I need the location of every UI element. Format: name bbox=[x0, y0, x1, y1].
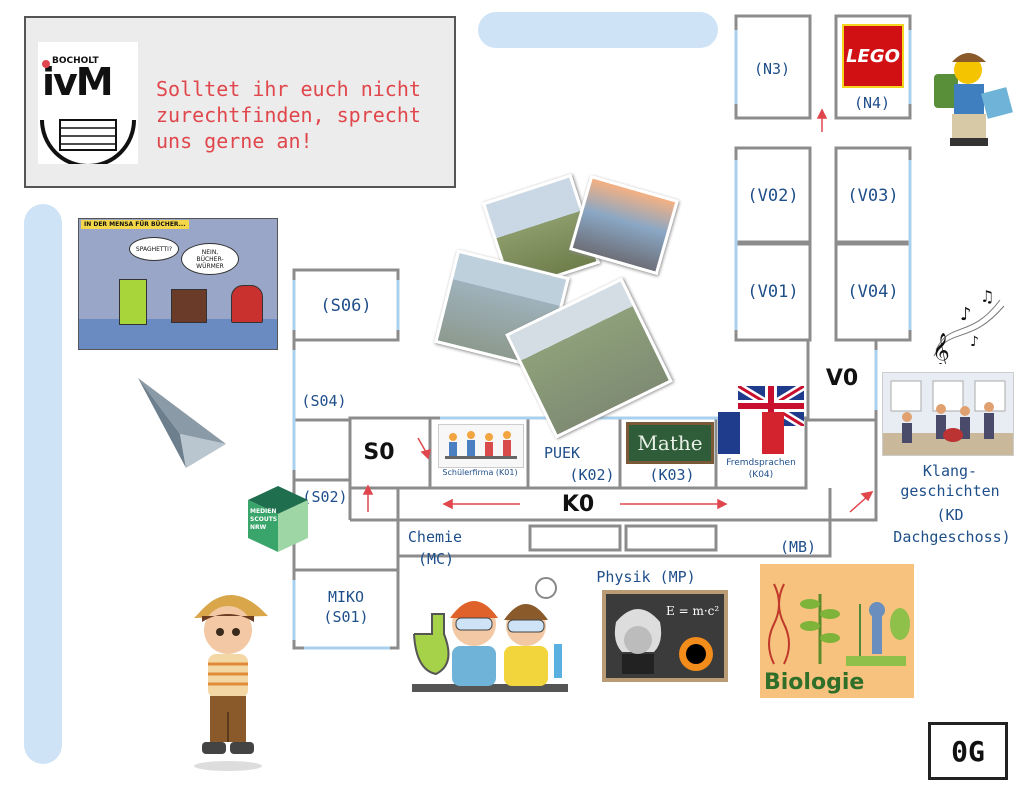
lego-text: LEGO bbox=[846, 45, 900, 67]
room-s02: (S02) bbox=[302, 488, 348, 506]
music-notes-icon: 𝄞 ♪ ♫ ♪ bbox=[932, 287, 1005, 364]
band-icon bbox=[883, 380, 1013, 455]
svg-text:♪: ♪ bbox=[970, 334, 979, 350]
comic-bubble-1-text: SPAGHETTI? bbox=[135, 245, 173, 253]
lego-logo: LEGO bbox=[842, 24, 904, 88]
room-s04: (S04) bbox=[301, 392, 347, 410]
mensa-comic: IN DER MENSA FÜR BÜCHER... SPAGHETTI? NE… bbox=[78, 218, 278, 350]
biologie-poster: Biologie bbox=[760, 564, 914, 698]
room-schuelerfirma: Schülerfirma (K01) bbox=[442, 468, 518, 477]
room-k0: K0 bbox=[561, 492, 595, 517]
mathe-text: Mathe bbox=[637, 431, 703, 455]
einstein-portrait-icon bbox=[614, 609, 662, 674]
einstein-chalkboard: E = m·c² bbox=[602, 590, 728, 682]
room-n4: (N4) bbox=[853, 94, 891, 112]
comic-book-red bbox=[231, 285, 263, 323]
comic-bubble-2: NEIN, BÜCHER-WÜRMER bbox=[181, 243, 239, 275]
biologie-title: Biologie bbox=[764, 670, 865, 695]
comic-bubble-2-text: NEIN, BÜCHER-WÜRMER bbox=[196, 248, 224, 270]
music-band-image bbox=[882, 372, 1014, 456]
chemistry-kids-icon bbox=[412, 577, 568, 692]
room-s0: S0 bbox=[363, 440, 395, 465]
lego-minifigure-icon bbox=[934, 53, 1013, 146]
room-mb: (MB) bbox=[779, 538, 817, 556]
room-mc: (MC) bbox=[417, 550, 455, 568]
france-flag-icon bbox=[718, 412, 784, 454]
room-chemie: Chemie bbox=[407, 528, 463, 546]
comic-book-green bbox=[119, 279, 147, 325]
room-v02: (V02) bbox=[747, 186, 799, 206]
medienscouts-logo: MEDIEN SCOUTS NRW bbox=[248, 486, 308, 552]
klang-label-3: (KD bbox=[936, 506, 964, 524]
room-fremdsprachen: Fremdsprachen bbox=[726, 458, 796, 468]
svg-text:𝄞: 𝄞 bbox=[932, 333, 950, 364]
floor-label-text: 0G bbox=[951, 734, 985, 768]
group-people-icon bbox=[445, 431, 517, 459]
cube-icon bbox=[248, 486, 308, 552]
room-s01: (S01) bbox=[323, 608, 369, 626]
logo-letters: ivM bbox=[42, 60, 114, 104]
logo-emblem bbox=[40, 60, 136, 164]
room-k04: (K04) bbox=[748, 470, 774, 480]
room-v0: V0 bbox=[825, 366, 859, 391]
klang-label-1: Klang- bbox=[922, 462, 978, 480]
boy-character-icon bbox=[194, 594, 268, 771]
comic-table bbox=[79, 319, 277, 349]
help-message: Solltet ihr euch nicht zurechtfinden, sp… bbox=[156, 77, 421, 153]
svg-text:♫: ♫ bbox=[980, 287, 994, 306]
room-v01: (V01) bbox=[747, 282, 799, 302]
school-logo: BOCHOLT ivM bbox=[38, 42, 138, 164]
biology-icons bbox=[768, 583, 910, 666]
room-physik: Physik (MP) bbox=[596, 568, 696, 586]
svg-text:♪: ♪ bbox=[960, 304, 972, 325]
top-blue-bar bbox=[478, 12, 718, 48]
info-box: BOCHOLT ivM Solltet ihr euch nicht zurec… bbox=[24, 16, 456, 188]
left-blue-bar bbox=[24, 204, 62, 764]
room-n3: (N3) bbox=[753, 60, 791, 78]
schuelerfirma-image bbox=[438, 424, 524, 468]
logo-top-text: BOCHOLT bbox=[52, 56, 99, 66]
comic-bubble-1: SPAGHETTI? bbox=[129, 237, 179, 261]
klang-label-2: geschichten bbox=[900, 482, 1000, 500]
room-puek: PUEK bbox=[543, 444, 581, 462]
room-v03: (V03) bbox=[847, 186, 899, 206]
room-k02: (K02) bbox=[569, 466, 615, 484]
comic-caption: IN DER MENSA FÜR BÜCHER... bbox=[81, 220, 189, 229]
medienscouts-text: MEDIEN SCOUTS NRW bbox=[250, 508, 278, 531]
room-v04: (V04) bbox=[847, 282, 899, 302]
black-hole-icon bbox=[679, 637, 713, 671]
einstein-formula: E = m·c² bbox=[666, 604, 720, 618]
room-s06: (S06) bbox=[320, 296, 372, 316]
room-k03: (K03) bbox=[649, 466, 695, 484]
paper-plane-icon bbox=[138, 378, 226, 468]
klang-label-4: Dachgeschoss) bbox=[893, 528, 1011, 546]
floor-label: 0G bbox=[928, 722, 1008, 780]
comic-book-brown bbox=[171, 289, 207, 323]
mathe-chalkboard: Mathe bbox=[626, 422, 714, 464]
room-miko: MIKO bbox=[327, 588, 365, 606]
